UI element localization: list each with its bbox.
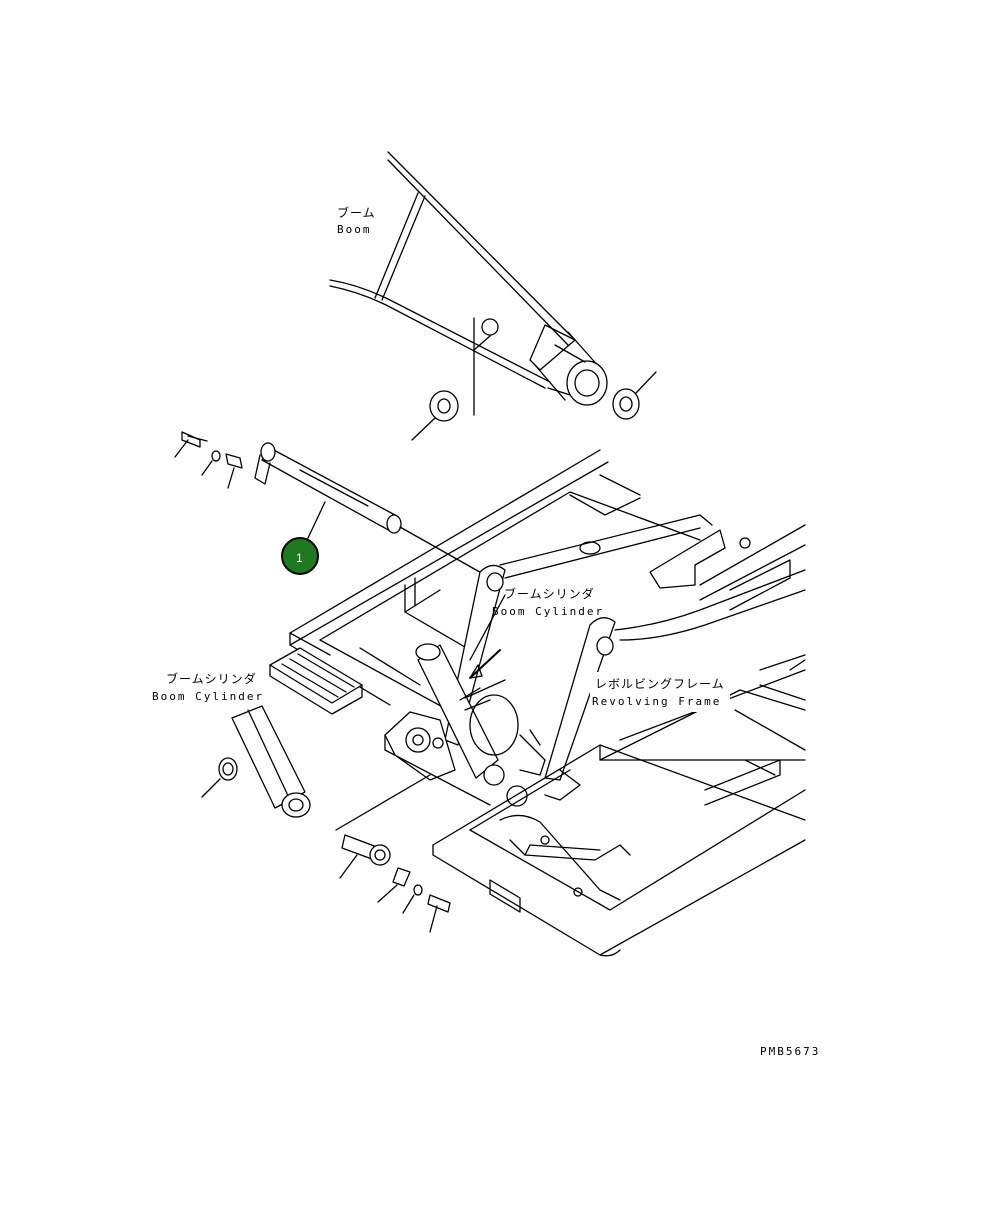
revolving-frame-label-jp: レボルビングフレーム — [595, 677, 725, 691]
revolving-frame-label-en: Revolving Frame — [592, 695, 721, 708]
callout-1-circle — [281, 537, 319, 575]
boom-label-jp: ブーム — [337, 205, 376, 220]
boom-drawing — [329, 151, 657, 441]
boom-cylinder-label-en-right: Boom Cylinder — [492, 605, 604, 618]
callout-1-number: 1 — [296, 551, 303, 565]
boom-cylinder-label-jp-left: ブームシリンダ — [166, 671, 257, 686]
callout-1[interactable]: 1 — [281, 537, 319, 575]
boom-cylinder-label-jp-right: ブームシリンダ — [504, 586, 595, 601]
boom-pin-assembly — [174, 431, 486, 576]
boom-cylinder-detached — [201, 705, 311, 818]
boom-label-en: Boom — [337, 223, 372, 236]
lower-pin-assembly — [335, 774, 451, 933]
drawing-code: PMB5673 — [760, 1045, 820, 1058]
revolving-frame-drawing — [269, 449, 806, 957]
boom-cylinder-label-en-left: Boom Cylinder — [152, 690, 264, 703]
